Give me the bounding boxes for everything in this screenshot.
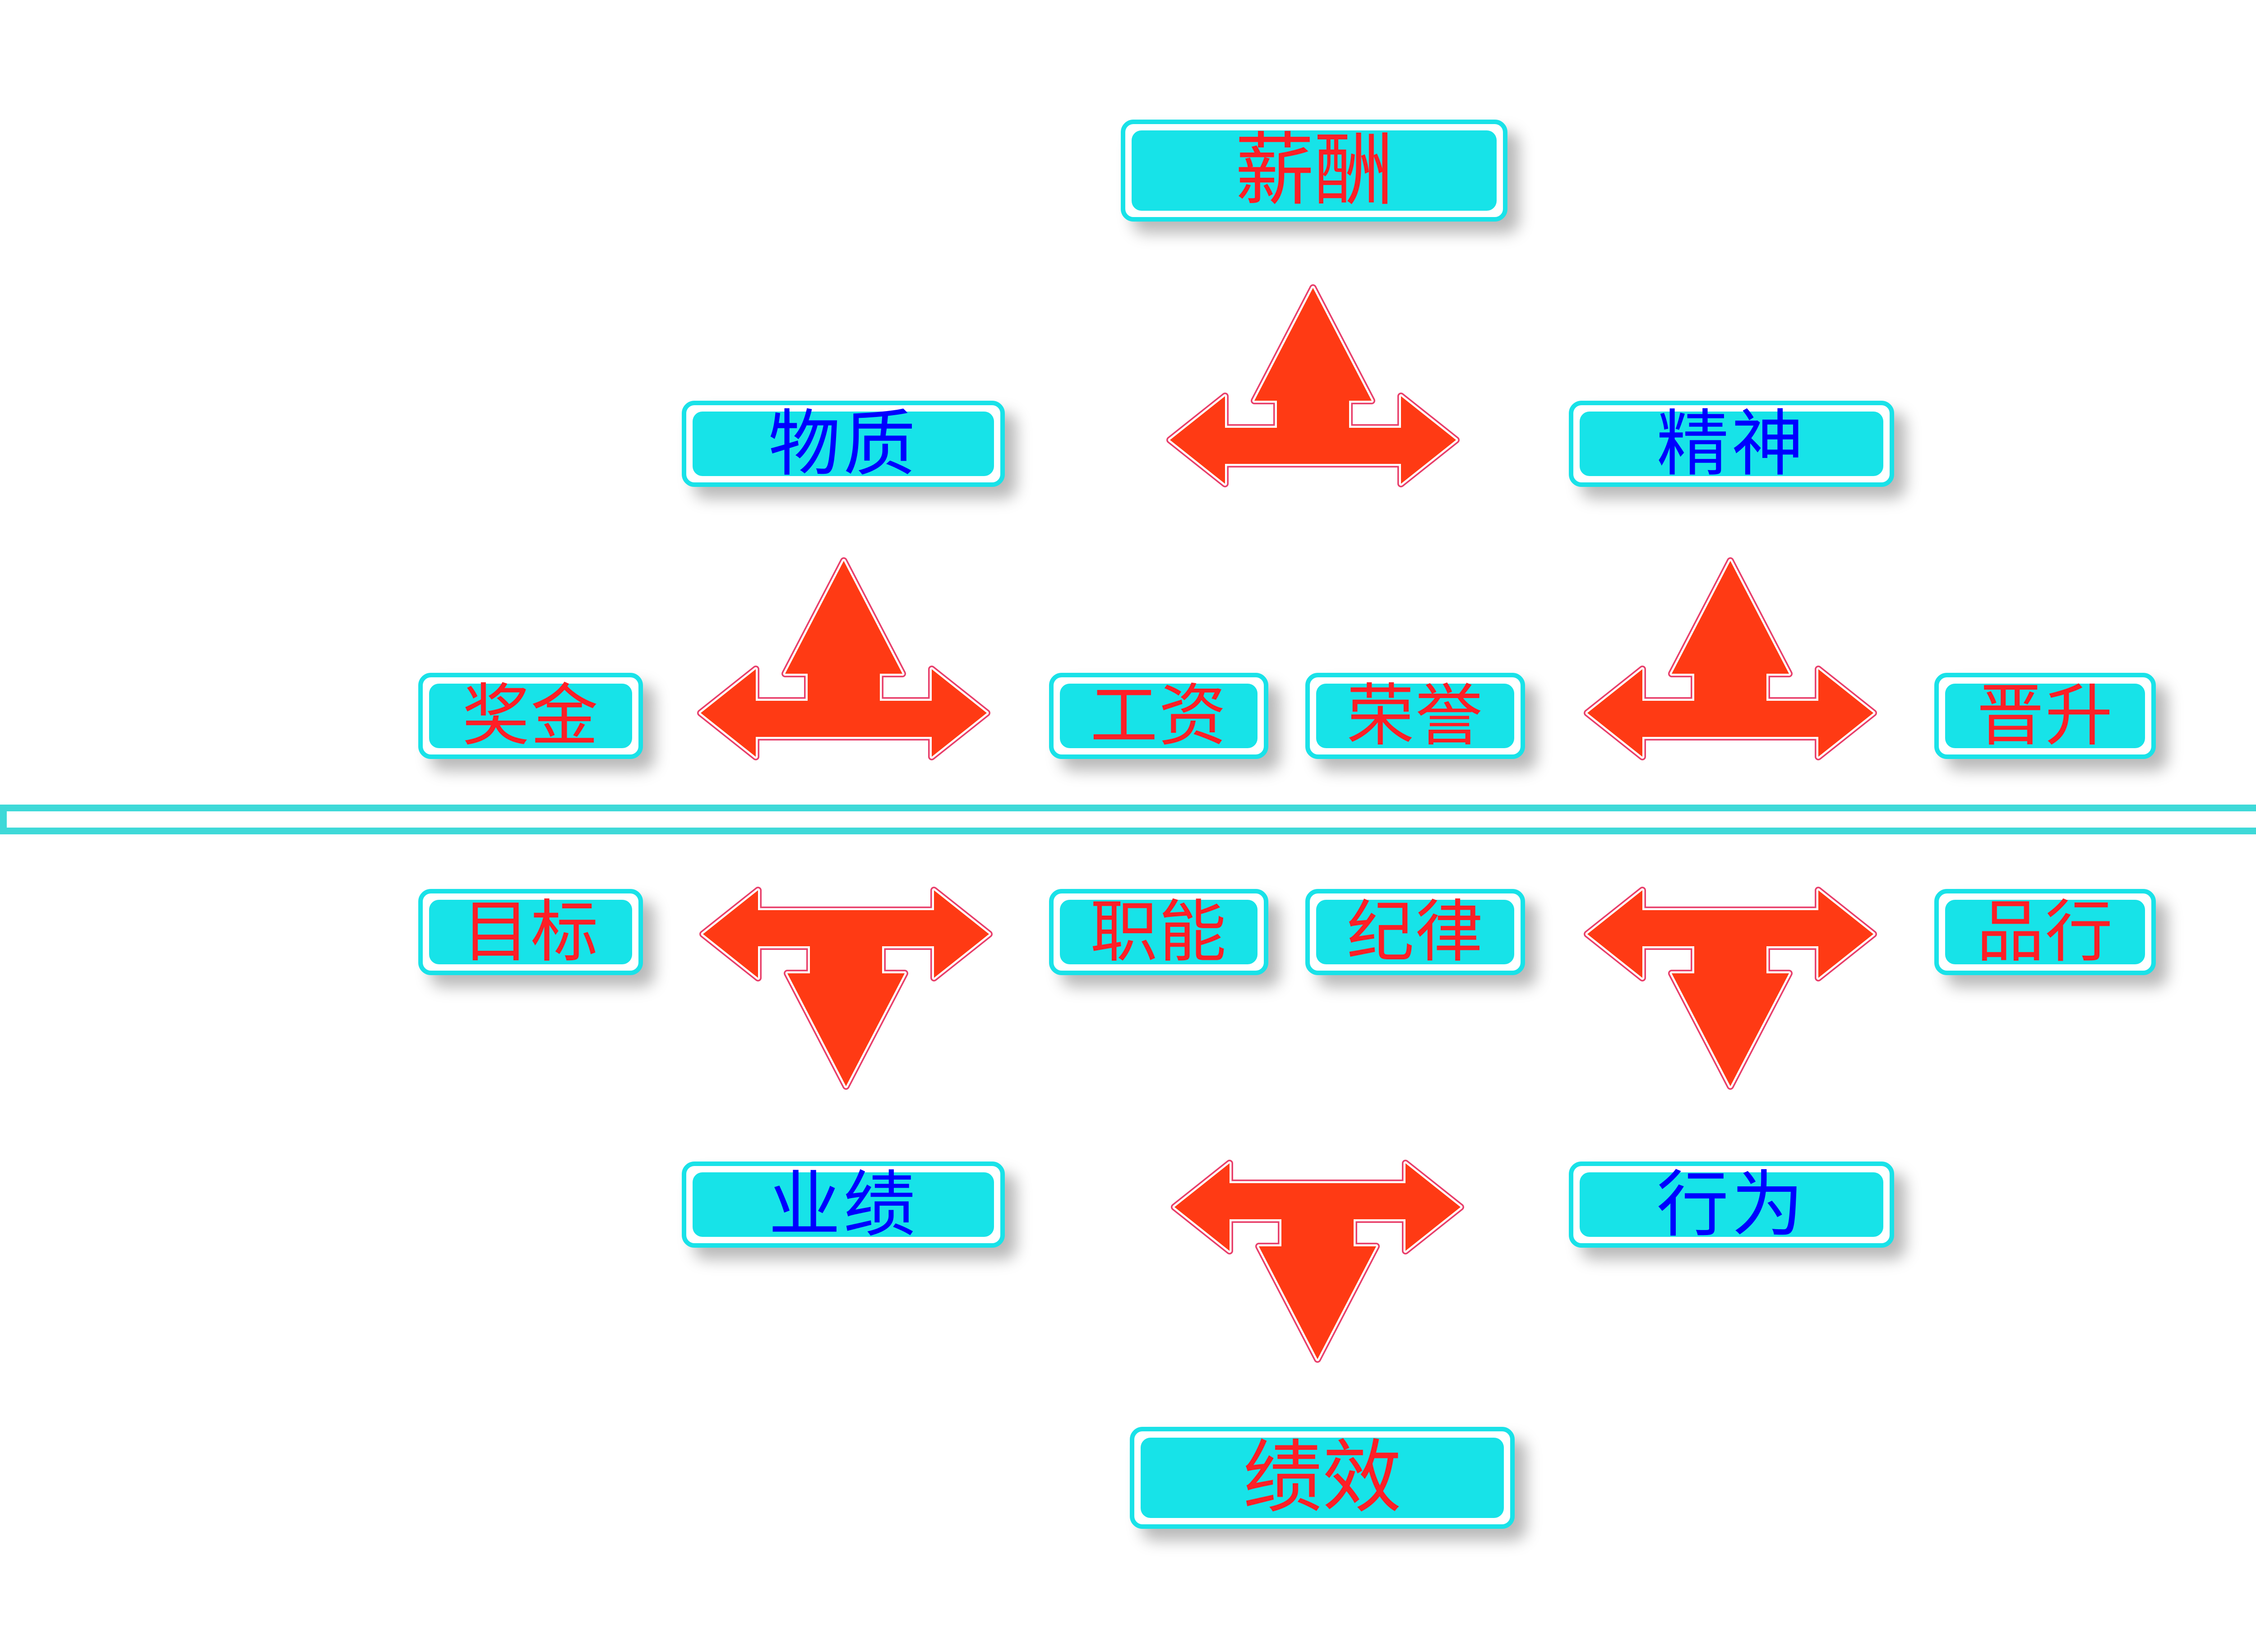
wage-box: 工资 <box>1049 673 1268 759</box>
promotion-box: 晋升 <box>1934 673 2156 759</box>
three-way-arrow-up-icon <box>1166 284 1460 487</box>
achievement-box: 业绩 <box>682 1161 1005 1248</box>
discipline-label: 纪律 <box>1346 893 1484 972</box>
achievement-label: 业绩 <box>768 1162 918 1247</box>
three-way-arrow-down-icon <box>1584 887 1877 1090</box>
honor-label: 荣誉 <box>1346 676 1484 755</box>
function-label: 职能 <box>1090 893 1227 972</box>
function-box: 职能 <box>1049 889 1268 975</box>
bonus-box: 奖金 <box>418 673 643 759</box>
performance-label: 绩效 <box>1243 1431 1402 1524</box>
behavior-label: 行为 <box>1656 1162 1807 1247</box>
material-box: 物质 <box>682 401 1005 487</box>
wage-label: 工资 <box>1090 676 1227 755</box>
conduct-label: 品行 <box>1976 893 2114 972</box>
spiritual-box: 精神 <box>1569 401 1894 487</box>
salary-label: 薪酬 <box>1234 124 1394 217</box>
three-way-arrow-down-icon <box>1171 1160 1464 1363</box>
performance-box: 绩效 <box>1130 1427 1515 1529</box>
three-way-arrow-down-icon <box>699 887 993 1090</box>
goal-box: 目标 <box>418 889 643 975</box>
three-way-arrow-up-icon <box>697 557 990 760</box>
discipline-box: 纪律 <box>1305 889 1525 975</box>
spiritual-label: 精神 <box>1656 401 1807 486</box>
salary-box: 薪酬 <box>1121 120 1507 222</box>
behavior-box: 行为 <box>1569 1161 1894 1248</box>
material-label: 物质 <box>768 401 918 486</box>
honor-box: 荣誉 <box>1305 673 1525 759</box>
conduct-box: 品行 <box>1934 889 2156 975</box>
section-divider <box>0 805 2256 834</box>
bonus-label: 奖金 <box>462 676 599 755</box>
goal-label: 目标 <box>462 893 599 972</box>
three-way-arrow-up-icon <box>1584 557 1877 760</box>
promotion-label: 晋升 <box>1976 676 2114 755</box>
